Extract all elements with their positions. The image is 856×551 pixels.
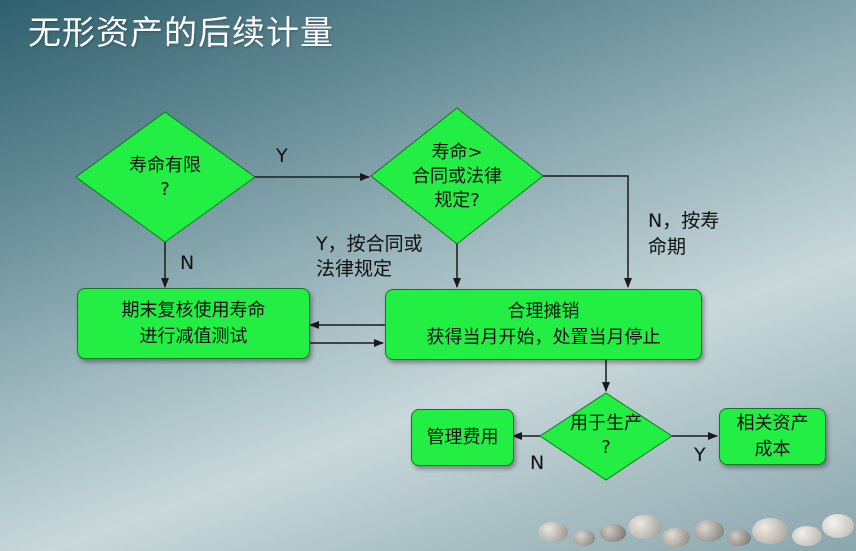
edge-label-n-bottom: N [530,452,545,474]
edge-label-y-top: Y [276,145,288,167]
process-amortize: 合理摊销 获得当月开始，处置当月停止 [385,289,702,360]
decision-life-vs-contract-line1: 寿命> [431,142,483,163]
edge-label-n-life-line2: 命期 [648,236,687,258]
edge-label-y-contract: Y，按合同或 法律规定 [316,232,423,282]
result-admin-expense-line1: 管理费用 [426,426,499,448]
edge-label-n-life: N，按寿 命期 [648,208,719,260]
decision-life-limited-line2: ? [160,179,170,200]
process-amortize-line1: 合理摊销 [507,300,580,322]
decision-life-limited: 寿命有限 ? [100,150,230,206]
decision-life-limited-line1: 寿命有限 [129,155,201,176]
process-amortize-line2: 获得当月开始，处置当月停止 [426,326,661,348]
edge-label-n-life-line1: N，按寿 [648,210,720,232]
edge-label-y-contract-line1: Y，按合同或 [316,233,423,255]
decision-life-vs-contract-line3: 规定? [434,190,480,211]
process-year-end-review: 期末复核使用寿命 进行减值测试 [77,288,310,359]
result-asset-cost-line1: 相关资产 [736,412,809,434]
result-asset-cost-line2: 成本 [754,438,791,460]
result-asset-cost: 相关资产 成本 [719,408,826,465]
decision-used-in-production-line2: ? [601,437,611,458]
decision-used-in-production-shape [539,392,673,481]
decision-life-vs-contract: 寿命> 合同或法律 规定? [392,138,522,216]
edge-label-n-left: N [180,252,195,274]
decision-life-vs-contract-line2: 合同或法律 [412,166,502,187]
edge-label-y-bottom: Y [694,444,706,466]
edge-label-y-contract-line2: 法律规定 [316,258,393,280]
process-year-end-review-line2: 进行减值测试 [139,325,248,347]
decision-used-in-production-line1: 用于生产 [570,413,642,434]
result-admin-expense: 管理费用 [411,409,514,466]
decision-used-in-production: 用于生产 ? [556,410,656,462]
arrow-contract-to-amortize-by-life [543,175,632,288]
slide-title: 无形资产的后续计量 [28,13,334,52]
process-year-end-review-line1: 期末复核使用寿命 [121,299,266,321]
